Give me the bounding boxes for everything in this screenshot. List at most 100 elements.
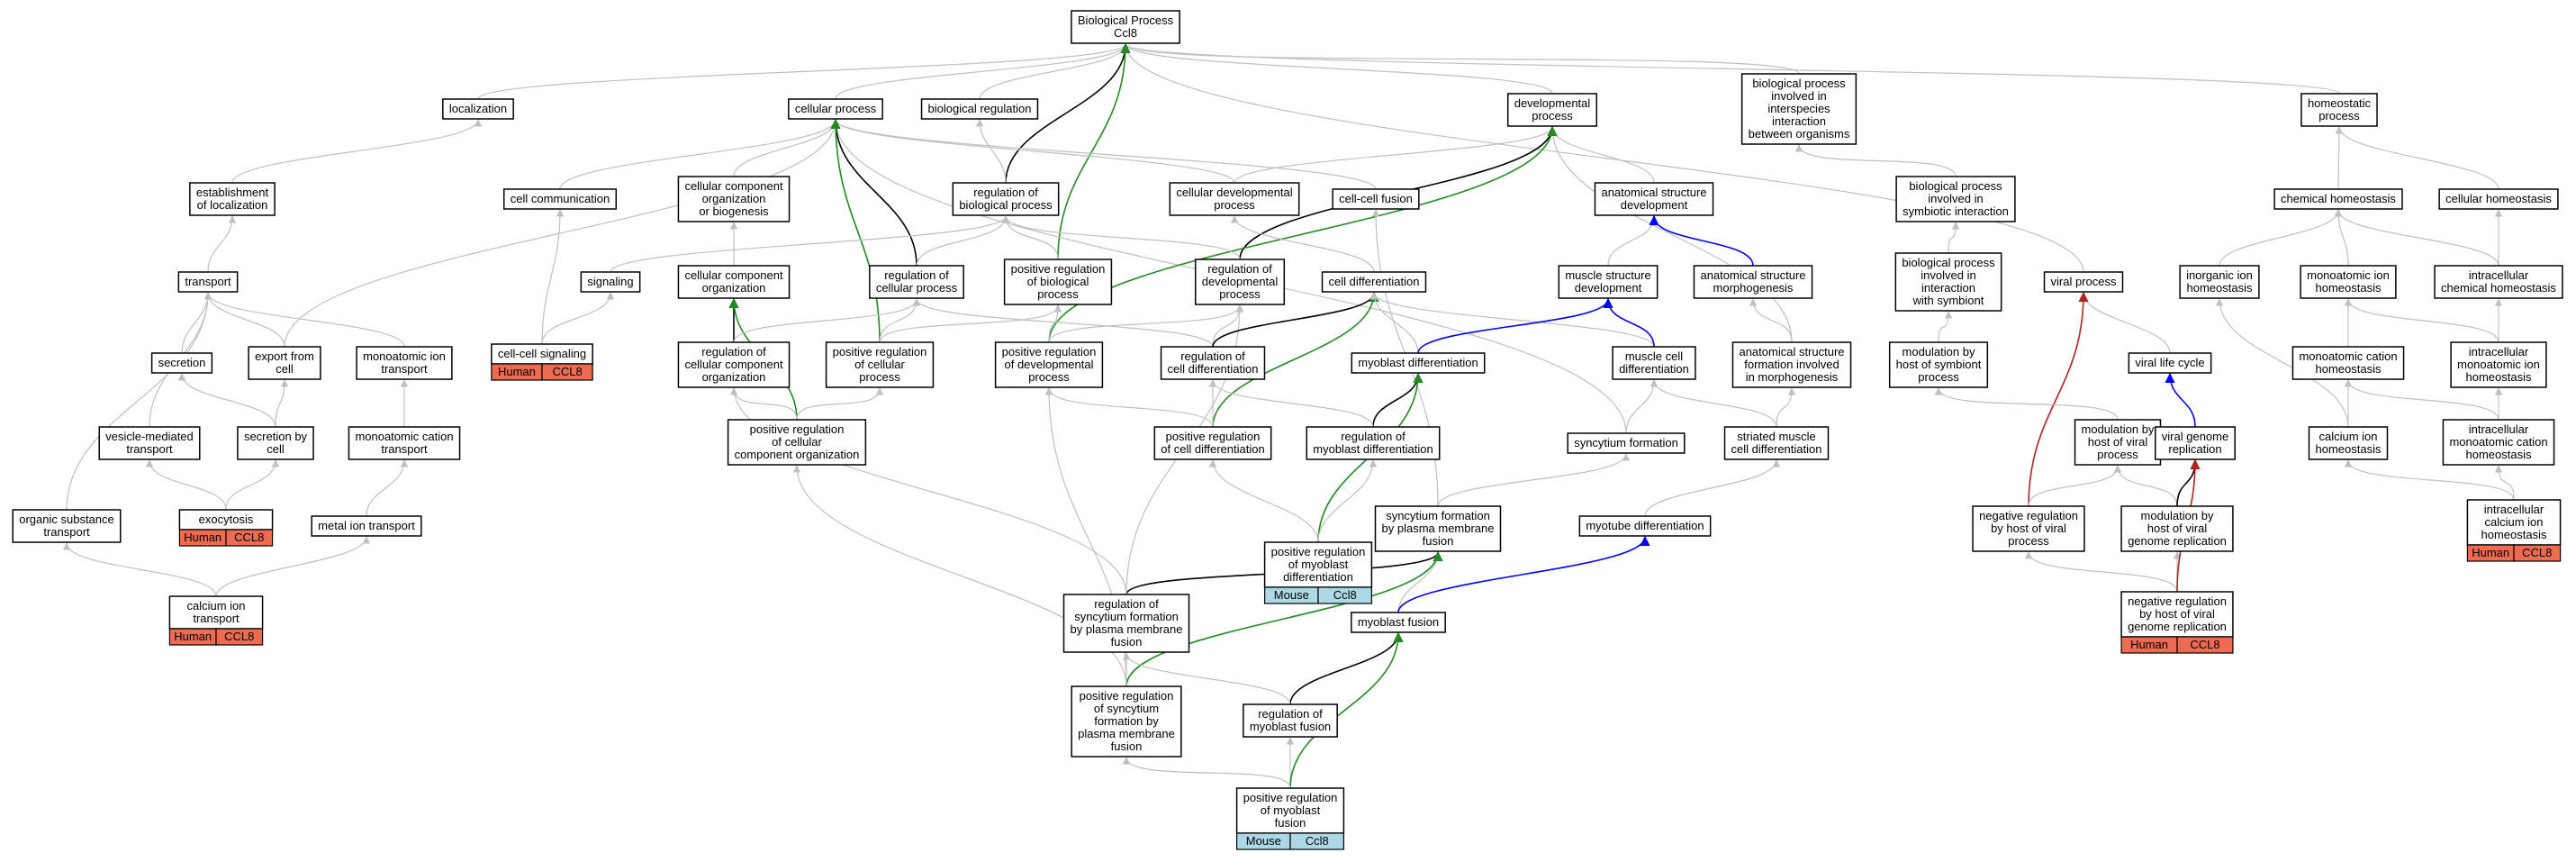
node-cell-differentiation[interactable]: cell differentiation bbox=[1321, 271, 1427, 293]
node-label-line: cell bbox=[267, 442, 285, 456]
node-label-line: positive regulation bbox=[1002, 345, 1097, 358]
node-chemical-homeostasis[interactable]: chemical homeostasis bbox=[2273, 188, 2403, 210]
node-label-line: regulation of bbox=[1094, 597, 1159, 611]
species-tag-label: Human bbox=[2472, 546, 2509, 559]
node-label-line: homeostasis bbox=[2466, 448, 2532, 461]
edge-positively-regulates bbox=[1212, 291, 1379, 428]
node-label-line: transport bbox=[381, 362, 428, 376]
node-localization[interactable]: localization bbox=[442, 98, 514, 120]
node-secretion[interactable]: secretion bbox=[150, 352, 213, 374]
node-syncytium-formation[interactable]: syncytium formation bbox=[1567, 432, 1686, 454]
node-label-line: process bbox=[1037, 287, 1079, 301]
edge-is-a bbox=[2494, 465, 2515, 501]
node-myotube-diff[interactable]: myotube differentiation bbox=[1578, 515, 1712, 537]
edge-is-a bbox=[1048, 304, 1244, 343]
node-label-line: cell communication bbox=[511, 192, 610, 205]
node-myoblast-diff[interactable]: myoblast differentiation bbox=[1351, 352, 1486, 374]
node-biological-regulation[interactable]: biological regulation bbox=[920, 98, 1039, 120]
node-myoblast-fusion[interactable]: myoblast fusion bbox=[1351, 612, 1446, 633]
node-cell-communication[interactable]: cell communication bbox=[502, 188, 618, 210]
node-label-line: organic substance bbox=[19, 513, 114, 526]
node-label-line: of developmental bbox=[1004, 358, 1093, 371]
edge-is-a bbox=[181, 292, 212, 354]
node-label-line: positive regulation bbox=[1011, 262, 1106, 276]
edge-is-a bbox=[177, 373, 276, 428]
node-viral-life-cycle[interactable]: viral life cycle bbox=[2128, 352, 2212, 374]
species-tag-cell bbox=[1289, 832, 1344, 850]
node-cell-cell-fusion[interactable]: cell-cell fusion bbox=[1332, 188, 1420, 210]
edge-is-a bbox=[2344, 298, 2499, 343]
node-label-line: genome replication bbox=[2128, 534, 2227, 548]
node-box bbox=[2128, 352, 2212, 374]
node-label-line: myotube differentiation bbox=[1586, 519, 1704, 532]
node-metal-ion-transport[interactable]: metal ion transport bbox=[311, 515, 422, 537]
node-label-line: positive regulation bbox=[750, 422, 845, 436]
node-cellular-homeostasis[interactable]: cellular homeostasis bbox=[2438, 188, 2559, 210]
node-transport[interactable]: transport bbox=[177, 271, 239, 293]
node-label-line: monoatomic cation bbox=[2299, 349, 2397, 363]
edge-is-a bbox=[1749, 298, 1793, 343]
node-label-line: monoatomic ion bbox=[363, 349, 446, 363]
edge-is-a bbox=[792, 465, 1127, 687]
node-cellular-process[interactable]: cellular process bbox=[788, 98, 883, 120]
node-signaling[interactable]: signaling bbox=[580, 271, 641, 293]
node-viral-process[interactable]: viral process bbox=[2043, 271, 2124, 293]
